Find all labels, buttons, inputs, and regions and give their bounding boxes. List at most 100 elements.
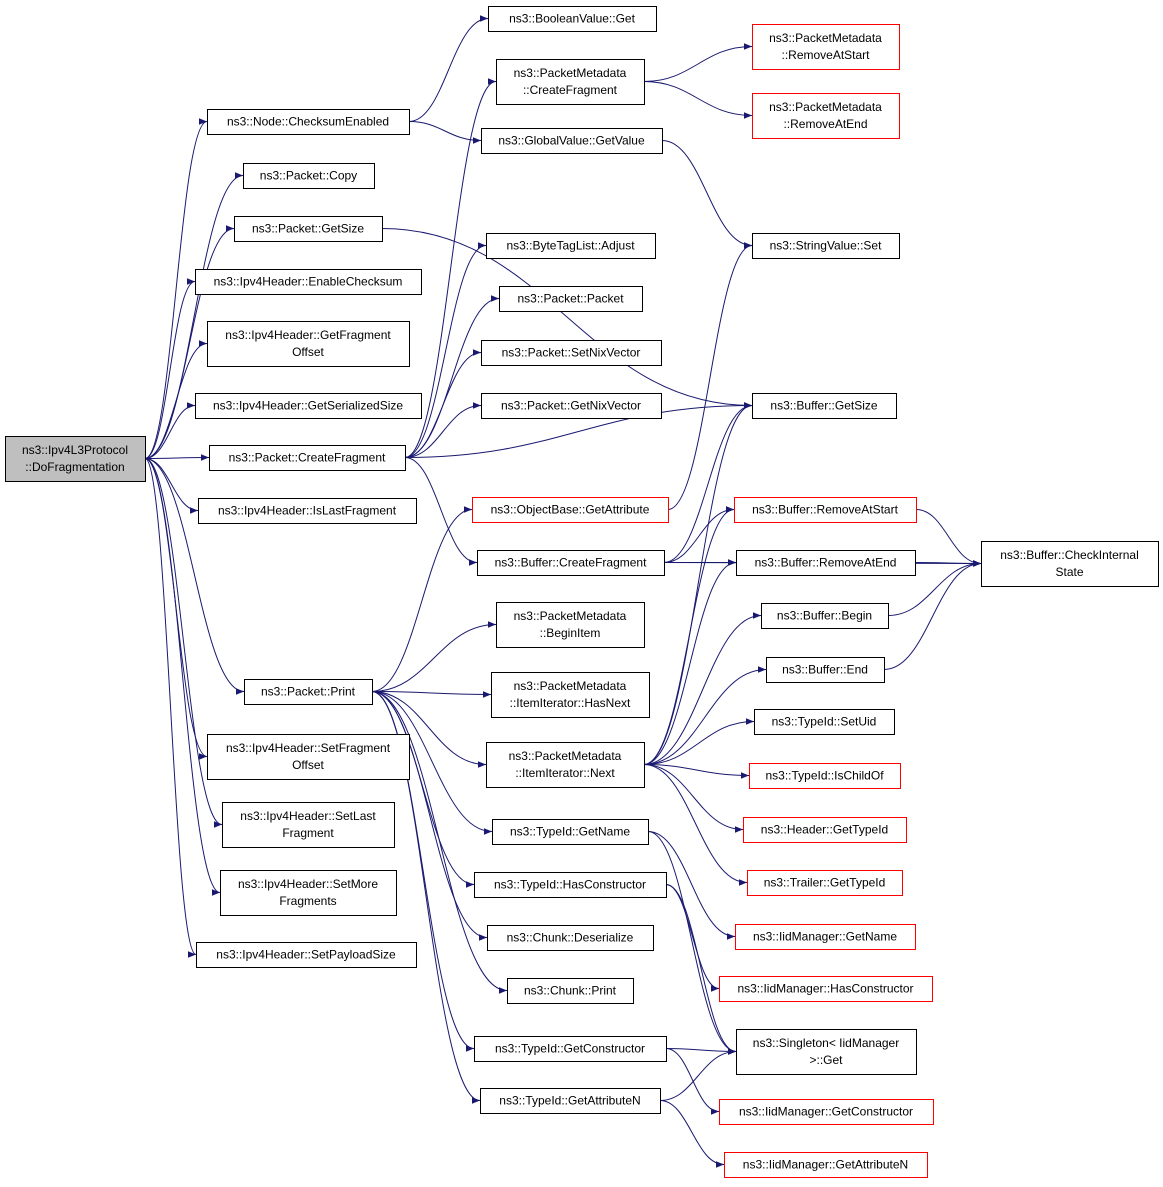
node-ns3-packetmetadata-createfragment[interactable]: ns3::PacketMetadata::CreateFragment [496,59,645,105]
node-box[interactable] [209,445,406,471]
node-box[interactable] [724,1152,928,1178]
node-ns3-typeid-setuid[interactable]: ns3::TypeId::SetUid [754,709,895,735]
node-box[interactable] [496,59,645,105]
node-ns3-buffer-createfragment[interactable]: ns3::Buffer::CreateFragment [477,550,665,576]
node-box[interactable] [474,872,667,898]
node-ns3-packetmetadata-beginitem[interactable]: ns3::PacketMetadata::BeginItem [496,602,645,648]
node-ns3-header-gettypeid[interactable]: ns3::Header::GetTypeId [743,817,907,843]
node-ns3-typeid-getconstructor[interactable]: ns3::TypeId::GetConstructor [474,1036,667,1062]
node-box[interactable] [488,6,657,32]
node-box[interactable] [474,1036,667,1062]
node-box[interactable] [5,436,146,482]
node-ns3-buffer-removeatstart[interactable]: ns3::Buffer::RemoveAtStart [734,497,917,523]
node-ns3-stringvalue-set[interactable]: ns3::StringValue::Set [752,233,900,259]
node-ns3-packetmetadata-itemiterator-hasnext[interactable]: ns3::PacketMetadata::ItemIterator::HasNe… [491,672,650,718]
node-ns3-packet-print[interactable]: ns3::Packet::Print [244,679,373,705]
node-box[interactable] [743,817,907,843]
node-box[interactable] [761,603,889,629]
node-ns3-buffer-removeatend[interactable]: ns3::Buffer::RemoveAtEnd [736,550,916,576]
node-box[interactable] [234,216,383,242]
node-box[interactable] [244,679,373,705]
node-ns3-buffer-getsize[interactable]: ns3::Buffer::GetSize [752,393,897,419]
node-box[interactable] [198,498,417,524]
node-ns3-ipv4l3protocol-dofragmentation[interactable]: ns3::Ipv4L3Protocol::DoFragmentation [5,436,146,482]
node-box[interactable] [477,550,665,576]
node-box[interactable] [754,709,895,735]
node-ns3-chunk-print[interactable]: ns3::Chunk::Print [507,978,634,1004]
node-box[interactable] [480,1088,661,1114]
node-box[interactable] [220,870,397,916]
node-box[interactable] [749,763,901,789]
node-ns3-ipv4header-setpayloadsize[interactable]: ns3::Ipv4Header::SetPayloadSize [196,942,417,968]
node-box[interactable] [195,393,422,419]
node-box[interactable] [734,497,917,523]
node-ns3-iidmanager-getconstructor[interactable]: ns3::IidManager::GetConstructor [719,1099,934,1125]
node-ns3-bytetaglist-adjust[interactable]: ns3::ByteTagList::Adjust [486,233,656,259]
node-ns3-ipv4header-enablechecksum[interactable]: ns3::Ipv4Header::EnableChecksum [195,269,422,295]
node-box[interactable] [207,109,410,135]
node-box[interactable] [766,657,885,683]
node-ns3-packet-copy[interactable]: ns3::Packet::Copy [243,163,375,189]
node-box[interactable] [492,819,649,845]
node-box[interactable] [752,93,900,139]
node-ns3-packetmetadata-removeatstart[interactable]: ns3::PacketMetadata::RemoveAtStart [752,24,900,70]
node-ns3-typeid-getname[interactable]: ns3::TypeId::GetName [492,819,649,845]
node-box[interactable] [486,742,645,788]
node-box[interactable] [196,942,417,968]
node-box[interactable] [481,340,662,366]
node-ns3-typeid-hasconstructor[interactable]: ns3::TypeId::HasConstructor [474,872,667,898]
node-box[interactable] [481,128,663,154]
node-box[interactable] [981,541,1159,587]
node-box[interactable] [719,1099,934,1125]
node-box[interactable] [487,925,654,951]
node-ns3-iidmanager-getname[interactable]: ns3::IidManager::GetName [735,924,916,950]
node-ns3-singleton-iidmanager-get[interactable]: ns3::Singleton< IidManager>::Get [736,1029,917,1075]
node-ns3-packet-getsize[interactable]: ns3::Packet::GetSize [234,216,383,242]
node-box[interactable] [752,233,900,259]
node-box[interactable] [207,734,410,780]
node-box[interactable] [752,393,897,419]
node-box[interactable] [491,672,650,718]
node-ns3-buffer-begin[interactable]: ns3::Buffer::Begin [761,603,889,629]
node-ns3-booleanvalue-get[interactable]: ns3::BooleanValue::Get [488,6,657,32]
node-ns3-iidmanager-hasconstructor[interactable]: ns3::IidManager::HasConstructor [719,976,933,1002]
node-ns3-objectbase-getattribute[interactable]: ns3::ObjectBase::GetAttribute [472,497,669,523]
node-box[interactable] [481,393,662,419]
node-box[interactable] [472,497,669,523]
node-ns3-iidmanager-getattributen[interactable]: ns3::IidManager::GetAttributeN [724,1152,928,1178]
node-ns3-globalvalue-getvalue[interactable]: ns3::GlobalValue::GetValue [481,128,663,154]
node-box[interactable] [719,976,933,1002]
node-ns3-ipv4header-islastfragment[interactable]: ns3::Ipv4Header::IsLastFragment [198,498,417,524]
node-box[interactable] [736,550,916,576]
node-box[interactable] [486,233,656,259]
node-box[interactable] [243,163,375,189]
node-ns3-packet-getnixvector[interactable]: ns3::Packet::GetNixVector [481,393,662,419]
node-ns3-node-checksumenabled[interactable]: ns3::Node::ChecksumEnabled [207,109,410,135]
node-box[interactable] [195,269,422,295]
node-box[interactable] [496,602,645,648]
node-ns3-packet-setnixvector[interactable]: ns3::Packet::SetNixVector [481,340,662,366]
node-ns3-packet-packet[interactable]: ns3::Packet::Packet [499,286,643,312]
node-box[interactable] [752,24,900,70]
node-ns3-typeid-getattributen[interactable]: ns3::TypeId::GetAttributeN [480,1088,661,1114]
node-ns3-typeid-ischildof[interactable]: ns3::TypeId::IsChildOf [749,763,901,789]
node-ns3-packetmetadata-itemiterator-next[interactable]: ns3::PacketMetadata::ItemIterator::Next [486,742,645,788]
node-box[interactable] [507,978,634,1004]
node-box[interactable] [207,321,410,367]
node-ns3-chunk-deserialize[interactable]: ns3::Chunk::Deserialize [487,925,654,951]
node-box[interactable] [735,924,916,950]
node-ns3-trailer-gettypeid[interactable]: ns3::Trailer::GetTypeId [747,870,903,896]
node-box[interactable] [747,870,903,896]
node-ns3-ipv4header-getserializedsize[interactable]: ns3::Ipv4Header::GetSerializedSize [195,393,422,419]
node-box[interactable] [499,286,643,312]
node-box[interactable] [736,1029,917,1075]
node-ns3-packetmetadata-removeatend[interactable]: ns3::PacketMetadata::RemoveAtEnd [752,93,900,139]
node-ns3-packet-createfragment[interactable]: ns3::Packet::CreateFragment [209,445,406,471]
node-box[interactable] [222,802,395,848]
node-ns3-buffer-end[interactable]: ns3::Buffer::End [766,657,885,683]
